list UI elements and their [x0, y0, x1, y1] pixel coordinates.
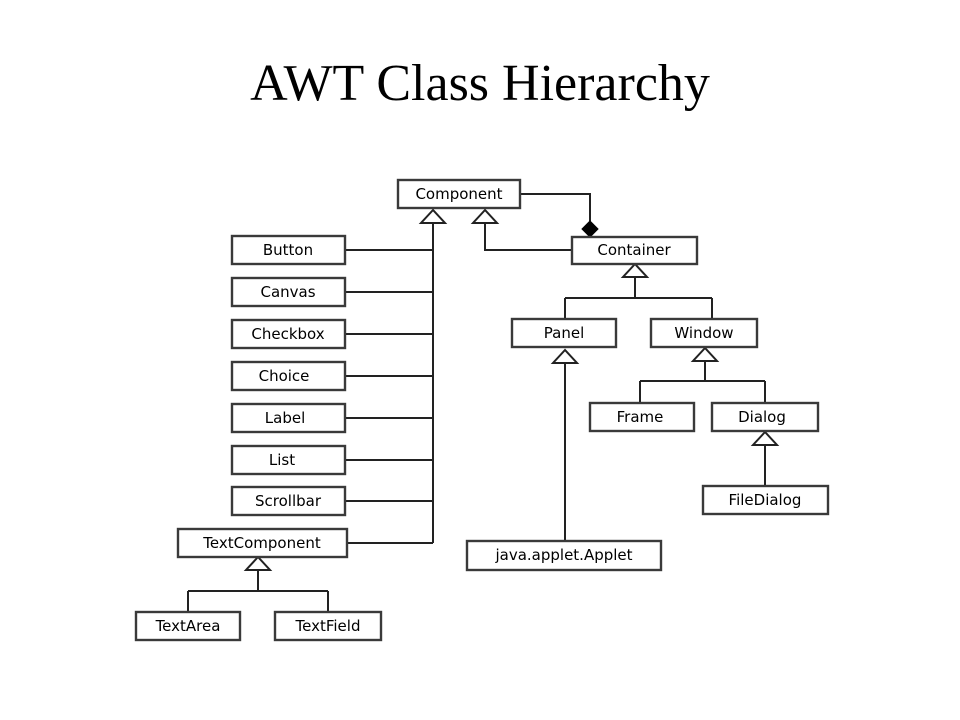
- link-container-composition: [520, 193, 591, 221]
- svg-text:FileDialog: FileDialog: [729, 491, 802, 509]
- arrowheads: [243, 208, 780, 571]
- svg-text:Dialog: Dialog: [738, 408, 786, 426]
- inheritance-arrow-container: [620, 262, 650, 278]
- svg-text:TextComponent: TextComponent: [202, 534, 321, 552]
- class-applet: java.applet.Applet: [465, 539, 663, 572]
- svg-text:Panel: Panel: [544, 324, 584, 342]
- class-checkbox: Checkbox: [230, 318, 347, 350]
- class-window: Window: [649, 317, 759, 349]
- svg-text:Frame: Frame: [617, 408, 664, 426]
- class-frame: Frame: [588, 401, 696, 433]
- link-container-inheritance: [484, 223, 572, 251]
- svg-text:Container: Container: [597, 241, 671, 259]
- svg-text:Scrollbar: Scrollbar: [255, 492, 322, 510]
- inheritance-arrow-component-right: [470, 208, 500, 224]
- inheritance-arrow-component-left: [418, 208, 448, 224]
- class-label: Label: [230, 402, 347, 434]
- class-canvas: Canvas: [230, 276, 347, 308]
- class-list: List: [230, 444, 347, 476]
- svg-text:Canvas: Canvas: [260, 283, 315, 301]
- class-panel: Panel: [510, 317, 618, 349]
- inheritance-arrow-dialog: [750, 430, 780, 446]
- svg-text:TextField: TextField: [295, 617, 361, 635]
- class-choice: Choice: [230, 360, 347, 392]
- class-container: Container: [570, 235, 699, 266]
- class-textcomponent: TextComponent: [176, 527, 349, 559]
- class-textarea: TextArea: [134, 610, 242, 642]
- svg-text:Checkbox: Checkbox: [251, 325, 324, 343]
- class-textfield: TextField: [273, 610, 383, 642]
- svg-text:java.applet.Applet: java.applet.Applet: [494, 546, 632, 564]
- inheritance-arrow-panel: [550, 348, 580, 364]
- class-dialog: Dialog: [710, 401, 820, 433]
- composition-diamond: [581, 220, 599, 238]
- svg-text:Button: Button: [263, 241, 313, 259]
- class-filedialog: FileDialog: [701, 484, 830, 516]
- class-component: Component: [396, 178, 522, 210]
- inheritance-arrow-textcomponent: [243, 555, 273, 571]
- svg-text:Component: Component: [415, 185, 502, 203]
- connectors: [187, 193, 766, 612]
- class-button: Button: [230, 234, 347, 266]
- inheritance-arrow-window: [690, 346, 720, 362]
- svg-text:TextArea: TextArea: [155, 617, 221, 635]
- svg-text:List: List: [269, 451, 295, 469]
- class-scrollbar: Scrollbar: [230, 485, 347, 517]
- svg-text:Label: Label: [265, 409, 305, 427]
- page-title: AWT Class Hierarchy: [250, 55, 710, 112]
- svg-text:Window: Window: [674, 324, 733, 342]
- svg-text:Choice: Choice: [259, 367, 310, 385]
